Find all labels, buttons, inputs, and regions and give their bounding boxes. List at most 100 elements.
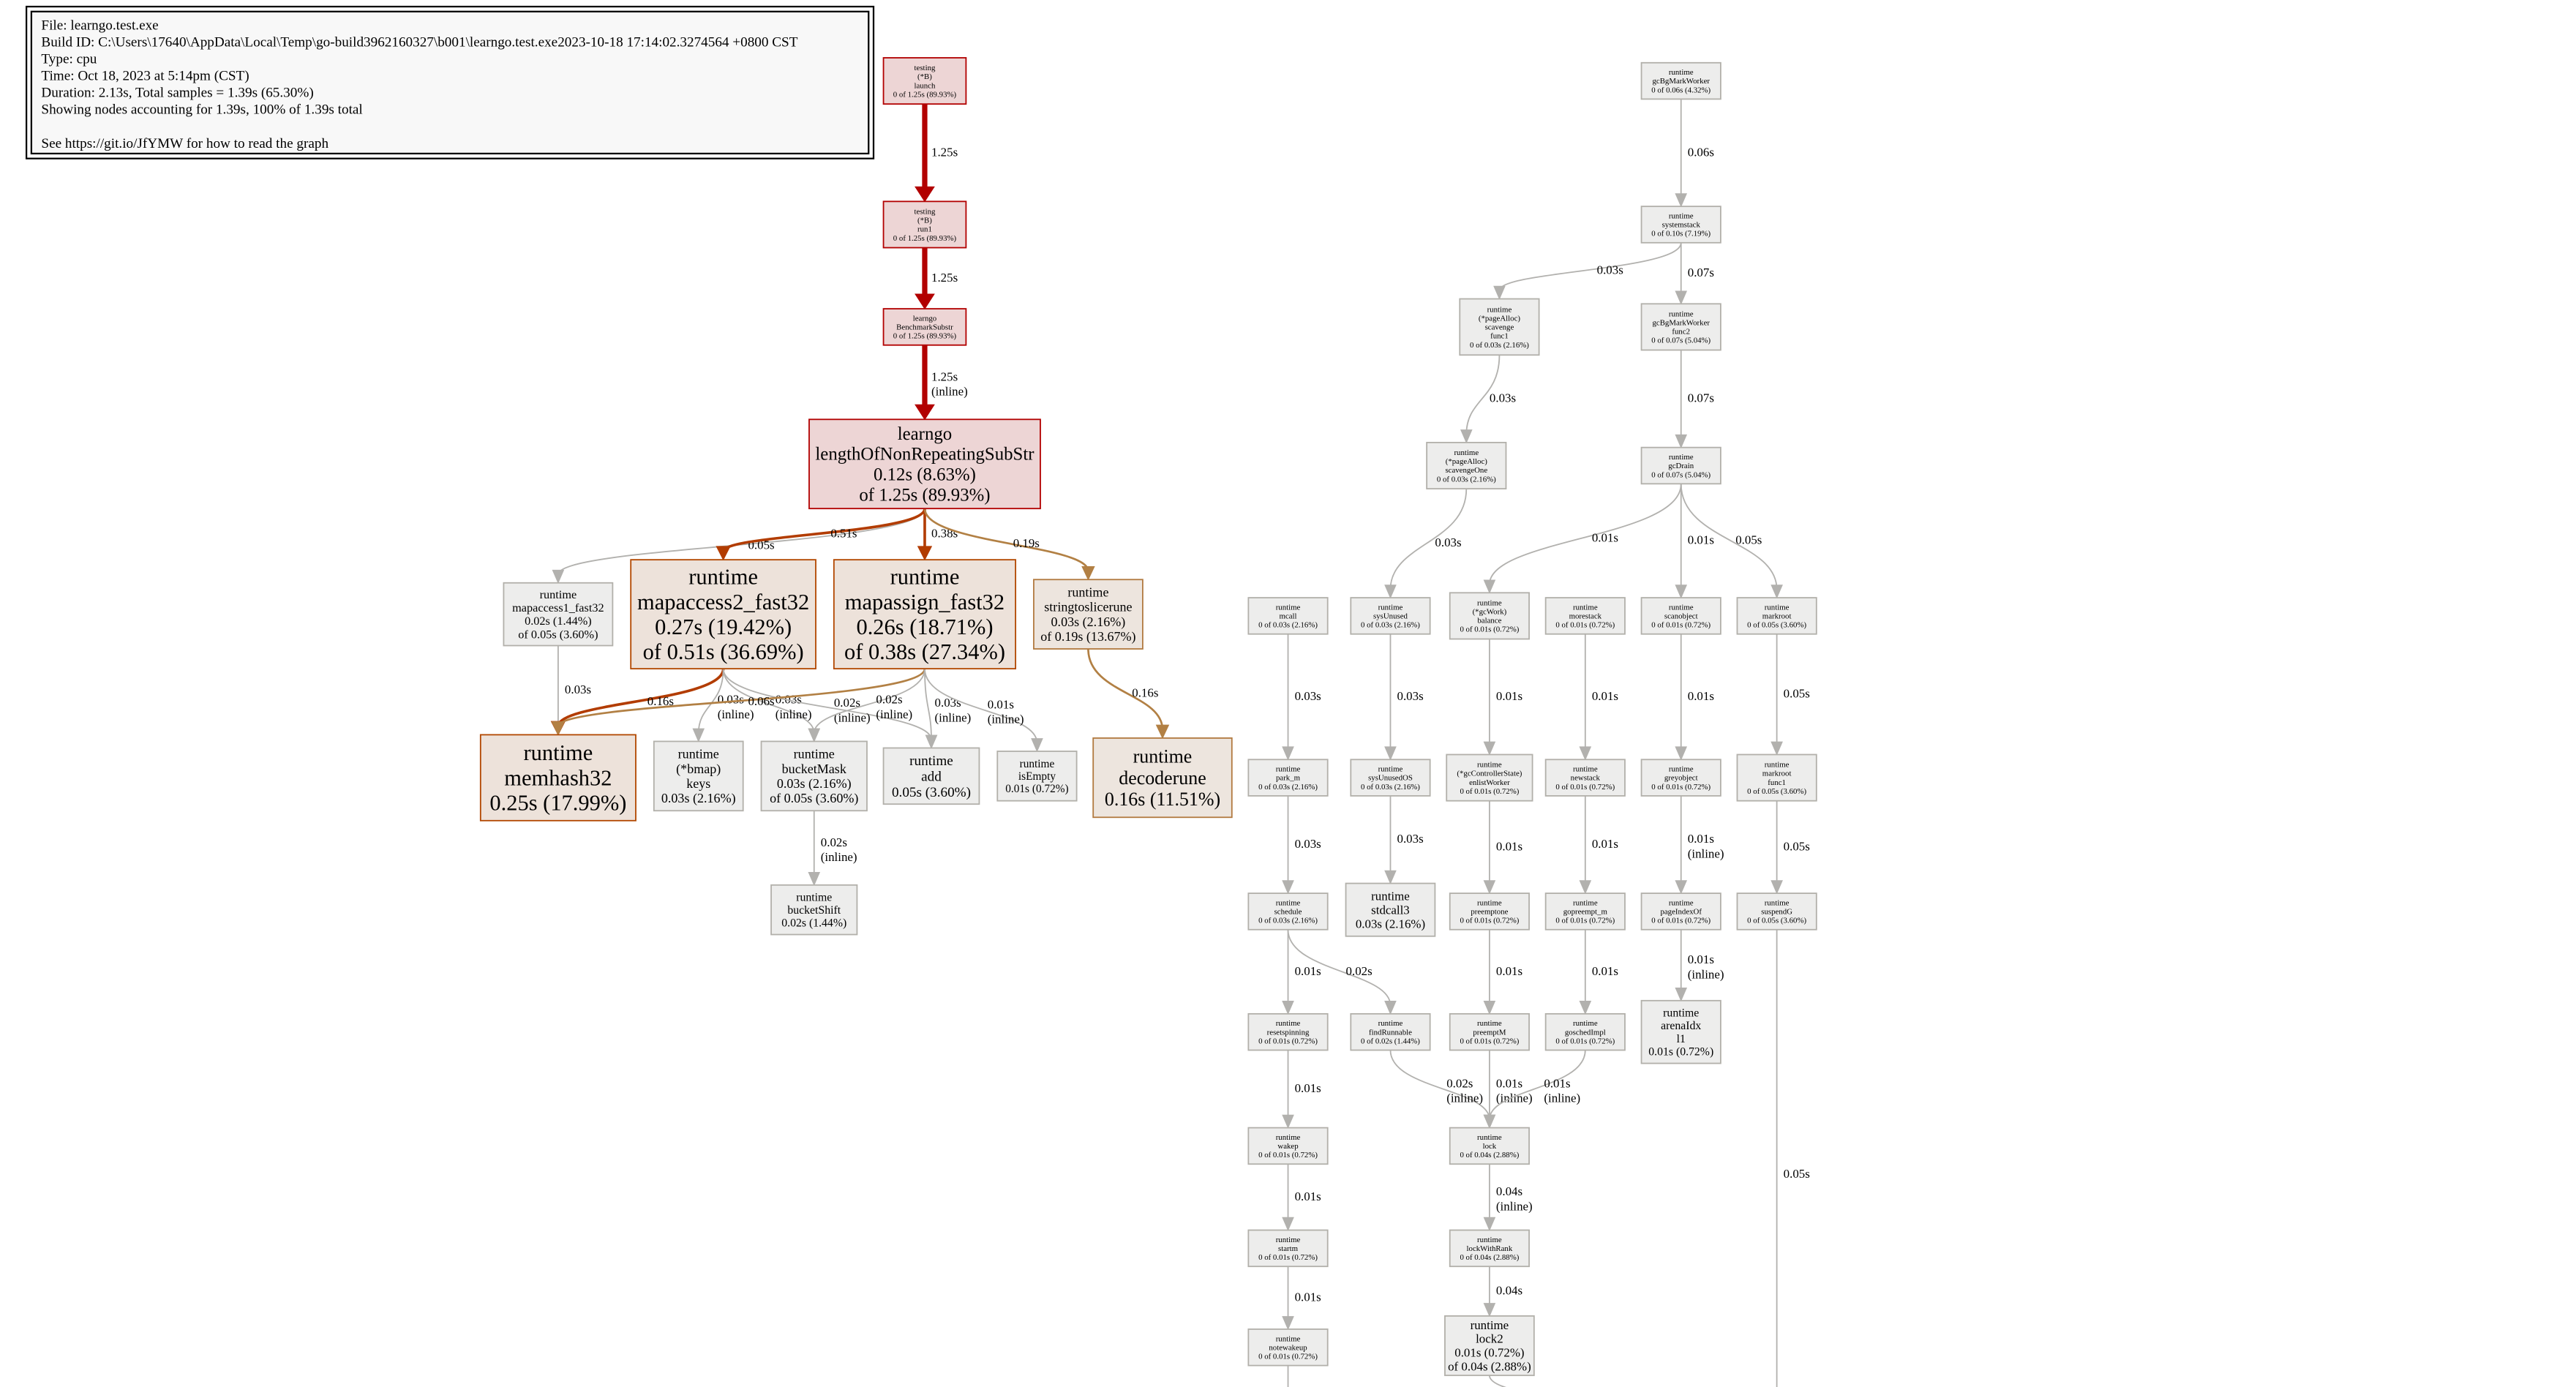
- edge: 0.05s: [1776, 929, 1810, 1387]
- node-label: systemstack: [1662, 221, 1701, 230]
- edge-label: 1.25s: [931, 271, 958, 285]
- edge: 0.02s(inline): [722, 669, 938, 749]
- node-label: preemptM: [1473, 1028, 1506, 1037]
- node-box: [1544, 1012, 1626, 1051]
- node-label: 0 of 0.01s (0.72%): [1258, 1253, 1318, 1262]
- node-label: runtime: [1765, 761, 1790, 770]
- node-label: 0 of 0.05s (3.60%): [1747, 917, 1806, 925]
- node-label: launch: [915, 81, 936, 90]
- node-box: [1247, 892, 1329, 931]
- node-label: 0 of 0.01s (0.72%): [1651, 621, 1711, 630]
- edge: 0.01s(inline): [1675, 929, 1724, 1002]
- node-box: [1640, 759, 1721, 797]
- node-box: [1446, 753, 1533, 802]
- node-label: 0.16s (11.51%): [1105, 789, 1220, 810]
- node-box: [1449, 592, 1530, 640]
- node-label: learngo: [898, 424, 952, 444]
- node-label: wakep: [1277, 1142, 1298, 1151]
- edge-label: 0.03s: [1397, 832, 1424, 846]
- edge-label: (inline): [1496, 1091, 1533, 1105]
- edge-label: 0.03s: [1295, 837, 1321, 851]
- node-label: runtime: [1276, 1133, 1301, 1142]
- node-label: preemptone: [1471, 908, 1508, 917]
- node-label: runtime: [1477, 1133, 1502, 1142]
- node-label: lock: [1483, 1142, 1497, 1151]
- edge-line: [557, 668, 725, 727]
- edge-arrowhead: [1483, 1001, 1496, 1015]
- edge-label: 0.01s: [1688, 952, 1714, 966]
- edge-line: [1498, 242, 1682, 291]
- node-label: greyobject: [1664, 774, 1698, 783]
- node-label: 0.12s (8.63%): [874, 465, 976, 484]
- node-label: 0.01s (0.72%): [1648, 1046, 1713, 1059]
- edge-line: [721, 508, 926, 552]
- node-label: runtime: [909, 753, 953, 769]
- node-box: [1640, 303, 1721, 351]
- node-label: of 0.05s (3.60%): [770, 791, 858, 806]
- edge: 0.16s: [550, 668, 725, 736]
- node-enliswork[interactable]: runtime(*gcControllerState)enlistWorker0…: [1446, 753, 1533, 802]
- edge-line: [1287, 929, 1392, 1006]
- edge-arrowhead: [1460, 429, 1473, 444]
- node-label: 0 of 1.25s (89.93%): [893, 234, 957, 243]
- node-label: func2: [1672, 328, 1690, 337]
- node-box: [1449, 1127, 1530, 1165]
- node-label: 0 of 0.04s (2.88%): [1460, 1151, 1519, 1159]
- node-label: 0 of 0.07s (5.04%): [1651, 337, 1711, 345]
- edge: 0.05s: [1770, 800, 1810, 895]
- node-label: func1: [1768, 778, 1786, 787]
- node-label: notewakeup: [1269, 1343, 1307, 1352]
- edge-arrowhead: [1493, 285, 1506, 300]
